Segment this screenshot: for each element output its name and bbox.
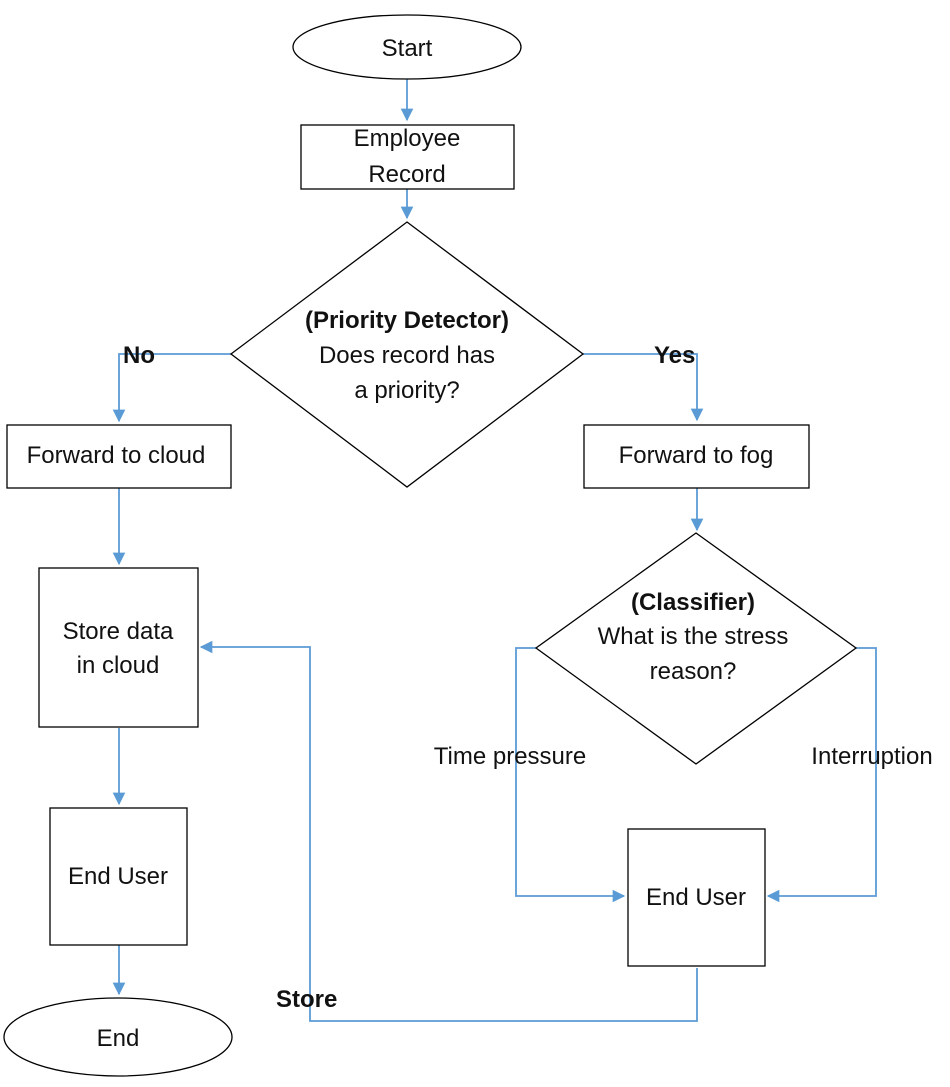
forward-to-cloud-box: Forward to cloud: [6, 424, 232, 489]
time-pressure-edge-label: Time pressure: [434, 743, 586, 770]
end-user-left-label: End User: [68, 863, 168, 890]
forward-to-fog-box: Forward to fog: [583, 424, 810, 489]
arrow-interruption-branch: [766, 647, 877, 903]
end-user-right-box: End User: [627, 828, 766, 967]
end-user-left-box: End User: [49, 807, 188, 946]
end-user-right-label: End User: [646, 884, 746, 911]
start-terminal: Start: [292, 14, 522, 80]
priority-detector-question-line-1: Does record has: [319, 342, 495, 369]
employee-record-box: Employee Record: [300, 124, 515, 190]
employee-record-label-line-2: Record: [368, 161, 445, 188]
arrow-no-branch: [112, 353, 231, 423]
no-edge-label: No: [123, 342, 155, 369]
store-data-label-line-2: in cloud: [77, 652, 160, 679]
arrow-store-loop: [199, 640, 698, 1022]
employee-record-label-line-1: Employee: [354, 125, 461, 152]
arrow-yes-branch: [583, 353, 704, 422]
store-edge-label: Store: [276, 986, 337, 1013]
yes-edge-label: Yes: [654, 342, 695, 369]
arrow-time-pressure-branch: [515, 647, 626, 903]
classifier-title: (Classifier): [631, 589, 755, 616]
store-data-in-cloud-box: Store data in cloud: [38, 567, 199, 728]
store-data-label-line-1: Store data: [63, 618, 174, 645]
classifier-decision: (Classifier) What is the stress reason?: [534, 532, 858, 765]
priority-detector-question-line-2: a priority?: [354, 377, 459, 404]
classifier-question-line-2: reason?: [650, 658, 737, 685]
end-label: End: [97, 1025, 140, 1052]
interruption-edge-label: Interruption: [811, 743, 932, 770]
priority-detector-title: (Priority Detector): [305, 307, 509, 334]
classifier-question-line-1: What is the stress: [598, 623, 789, 650]
forward-to-cloud-label: Forward to cloud: [27, 442, 206, 469]
start-label: Start: [382, 35, 433, 62]
priority-detector-decision: (Priority Detector) Does record has a pr…: [229, 221, 585, 488]
forward-to-fog-label: Forward to fog: [619, 442, 774, 469]
end-terminal: End: [3, 997, 233, 1077]
